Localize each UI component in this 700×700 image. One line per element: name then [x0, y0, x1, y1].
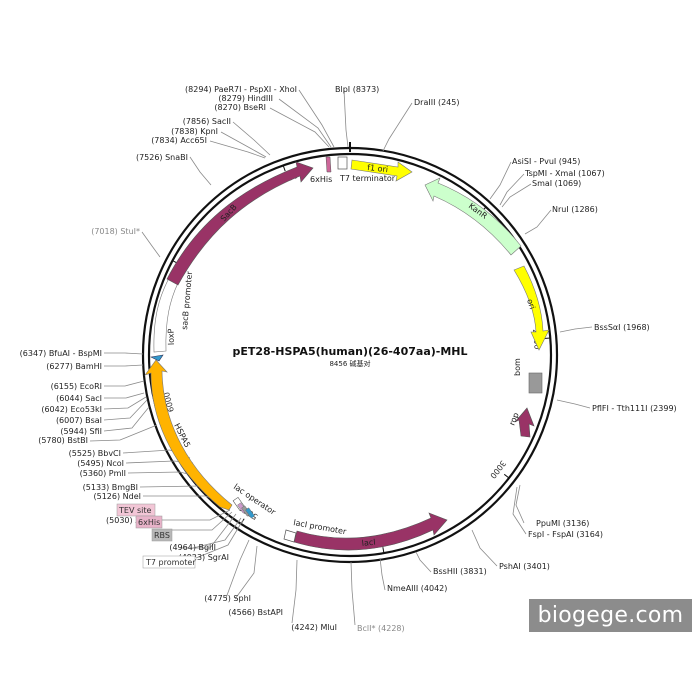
site-ndei-label: (5126) NdeI — [94, 492, 142, 501]
site-sacii-label: (7856) SacII — [183, 117, 231, 126]
site-bsshii-label: BssHII (3831) — [433, 567, 487, 576]
feature-loxp-marker — [150, 354, 164, 362]
site-nmeaiii-label: NmeAIII (4042) — [387, 584, 447, 593]
t7-promoter-box — [142, 555, 196, 569]
feature-bom-label: bom — [513, 358, 522, 376]
site-acc65i-label: (7834) Acc65I — [151, 136, 207, 145]
tick-label-3000: 3000 — [488, 459, 508, 481]
site-eco53ki-label: (6042) Eco53kI — [41, 405, 102, 414]
site-xhoi-label: (8294) PaeR7I - PspXI - XhoI — [185, 85, 297, 94]
t7-region-mark-3 — [245, 507, 255, 519]
site-bseri-label: (8270) BseRI — [214, 103, 266, 112]
tev-site-text: TEV site — [118, 506, 151, 515]
feature-kanr-arrow — [424, 177, 522, 256]
site-bmgbi-label: (5133) BmgBI — [83, 483, 138, 492]
feature-bom-box — [528, 372, 543, 394]
site-bglii-label: (4964) BglII — [169, 543, 216, 552]
site-bcli-label: BclI* (4228) — [357, 624, 405, 633]
site-bfuai-label: (6347) BfuAI - BspMI — [20, 349, 102, 358]
feature-ori-arrow — [513, 265, 550, 351]
site-hindiii-label: (8279) HindIII — [218, 94, 273, 103]
site-stui-label: (7018) StuI* — [91, 227, 140, 236]
site-bsssai-label: BssSαI (1968) — [594, 323, 650, 332]
feature-t7-terminator-label: T7 terminator — [339, 174, 396, 183]
site-tspmi-label: TspMI - XmaI (1067) — [524, 169, 605, 178]
site-bbvci-label: (5525) BbvCI — [69, 449, 121, 458]
tick-mark-8000 — [282, 165, 286, 172]
feature-rop-arrow — [514, 407, 535, 438]
feature-f1-ori-arrow — [350, 159, 413, 182]
tick-mark-3000 — [503, 473, 510, 479]
feature-sacb-promoter-label: sacB promoter — [180, 270, 194, 330]
site-psha1-label: PshAI (3401) — [499, 562, 550, 571]
site-mlui-label: (4242) MluI — [291, 623, 337, 632]
rbs-box-text: RBS — [154, 531, 170, 540]
site-bstapi-label: (4566) BstAPI — [228, 608, 283, 617]
feature-t7-terminator-box — [337, 156, 348, 170]
site-saci-label: (6044) SacI — [56, 394, 102, 403]
plasmid-title: pET28-HSPA5(human)(26-407aa)-MHL — [232, 345, 467, 358]
site-ppumi-label: PpuMI (3136) — [536, 519, 589, 528]
site-ecori-label: (6155) EcoRI — [51, 382, 102, 391]
feature-rop-label: rop — [508, 411, 521, 427]
site-nrui-label: NruI (1286) — [552, 205, 598, 214]
feature-ori-label: ori — [525, 298, 537, 311]
plasmid-length: 8456 碱基对 — [329, 359, 370, 368]
restriction-sites: (8294) PaeR7I - PspXI - XhoI (8279) Hind… — [20, 85, 677, 633]
feature-sacb-arrow — [166, 161, 314, 286]
site-draiii-label: DraIII (245) — [414, 98, 459, 107]
feature-laci-arrow — [293, 512, 448, 551]
site-fspi-label: FspI - FspAI (3164) — [528, 530, 603, 539]
6xhis-box-text: 6xHis — [138, 518, 160, 527]
feature-loxp-label: loxP — [166, 328, 176, 345]
site-blpi-label: BlpI (8373) — [335, 85, 379, 94]
site-sgrai-label: (4923) SgrAI — [179, 553, 229, 562]
feature-6xhis-marker — [325, 156, 332, 173]
site-snabi-label: (7526) SnaBI — [136, 153, 188, 162]
site-smai-label: SmaI (1069) — [532, 179, 581, 188]
site-kpni-label: (7838) KpnI — [171, 127, 218, 136]
site-ncoi-label: (5495) NcoI — [77, 459, 124, 468]
tick-mark-2000 — [544, 337, 551, 340]
site-asisi-label: AsiSI - PvuI (945) — [512, 157, 580, 166]
feature-f1-ori-label: f1 ori — [367, 163, 389, 174]
watermark-logo: biogege.com — [529, 599, 692, 632]
site-bsai-label: (6007) BsaI — [56, 416, 102, 425]
backbone-inner-ring — [147, 152, 553, 558]
site-bamhi-label: (6277) BamHI — [46, 362, 102, 371]
rbs-box — [151, 528, 173, 542]
feature-laci-promoter-arrow — [283, 529, 297, 543]
feature-hspa5-arrow — [144, 359, 233, 511]
site-pflfi-label: PflFI - Tth111I (2399) — [592, 404, 677, 413]
6xhis-box — [135, 515, 163, 529]
feature-6xhis-label: 6xHis — [310, 175, 332, 184]
t7-promoter-box-text: T7 promoter — [145, 558, 196, 567]
site-sphi-label: (4775) SphI — [204, 594, 251, 603]
feature-laci-label: lacI — [361, 538, 376, 548]
tick-mark-4000 — [382, 547, 385, 554]
site-bstbi-label: (5780) BstBI — [38, 436, 88, 445]
site-sfii-label: (5944) SfiI — [60, 427, 102, 436]
site-xbai-label: (5030) XbaI — [106, 516, 153, 525]
boxed-feature-labels: TEV site 6xHis RBS T7 promoter — [116, 503, 196, 569]
site-pmli-label: (5360) PmlI — [80, 469, 126, 478]
